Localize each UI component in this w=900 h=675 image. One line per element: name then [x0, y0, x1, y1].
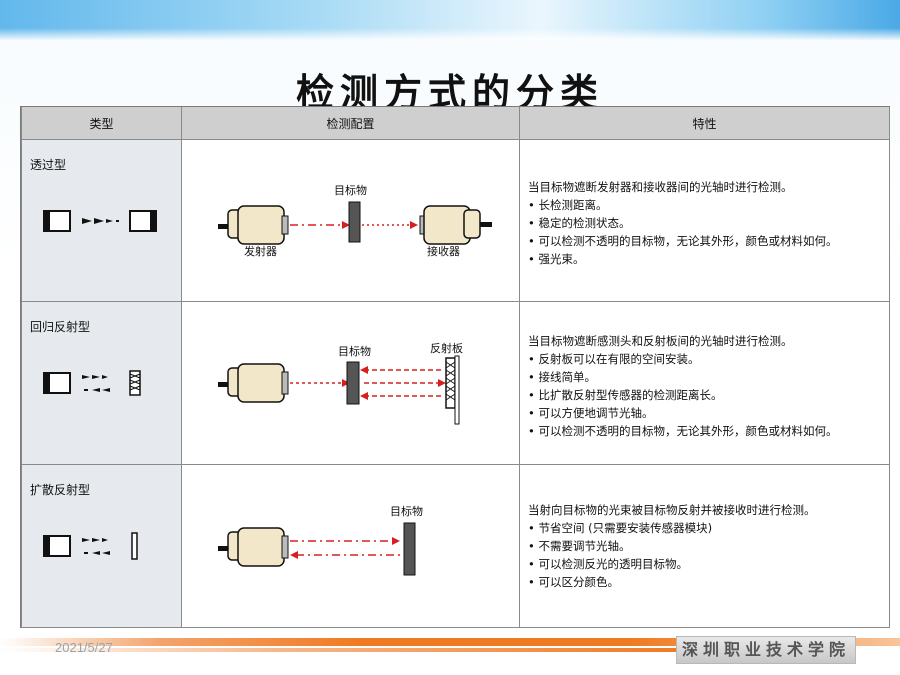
- properties-cell: 当目标物遮断发射器和接收器间的光轴时进行检测。 长检测距离。 稳定的检测状态。 …: [519, 139, 890, 302]
- config-cell: 目标物: [181, 464, 520, 628]
- properties-title: 当目标物遮断发射器和接收器间的光轴时进行检测。: [528, 180, 793, 194]
- type-name: 透过型: [30, 158, 67, 172]
- thru-beam-diagram: 目标物 发射器 接收器: [218, 183, 492, 258]
- receiver-icon: [423, 205, 471, 245]
- property-item: 反射板可以在有限的空间安装。: [528, 350, 889, 368]
- property-item: 比扩散反射型传感器的检测距离长。: [528, 386, 889, 404]
- header-banner: [0, 0, 900, 40]
- properties-title: 当目标物遮断感测头和反射板间的光轴时进行检测。: [528, 334, 793, 348]
- header-properties: 特性: [519, 107, 890, 140]
- label-receiver: 接收器: [427, 244, 460, 258]
- property-item: 接线简单。: [528, 368, 889, 386]
- diffuse-reflective-diagram: 目标物: [218, 504, 423, 576]
- type-cell: 扩散反射型: [21, 464, 182, 628]
- property-item: 可以检测反光的透明目标物。: [528, 555, 889, 573]
- diffuse-reflective-icon: [43, 532, 138, 560]
- type-name: 扩散反射型: [30, 483, 91, 497]
- config-cell: 目标物 反射板: [181, 301, 520, 465]
- property-item: 节省空间 (只需要安装传感器模块): [528, 519, 889, 537]
- label-reflector: 反射板: [430, 341, 463, 355]
- property-item: 长检测距离。: [528, 196, 889, 214]
- footer-stripe-thin: [0, 648, 680, 652]
- type-cell: 回归反射型: [21, 301, 182, 465]
- thru-beam-icon: [43, 210, 157, 232]
- target-block: [348, 201, 361, 243]
- property-item: 可以检测不透明的目标物，无论其外形，颜色或材料如何。: [528, 422, 889, 440]
- table-header-row: 类型 检测配置 特性: [21, 107, 890, 140]
- property-item: 不需要调节光轴。: [528, 537, 889, 555]
- slide-date: 2021/5/27: [55, 640, 113, 655]
- properties-title: 当射向目标物的光束被目标物反射并被接收时进行检测。: [528, 503, 816, 517]
- property-item: 稳定的检测状态。: [528, 214, 889, 232]
- table-row: 回归反射型: [21, 301, 890, 465]
- table-row: 扩散反射型: [21, 464, 890, 628]
- header-config: 检测配置: [181, 107, 520, 140]
- property-item: 可以方便地调节光轴。: [528, 404, 889, 422]
- header-type: 类型: [21, 107, 182, 140]
- sensor-head-icon: [237, 527, 285, 567]
- config-cell: 目标物 发射器 接收器: [181, 139, 520, 302]
- type-cell: 透过型: [21, 139, 182, 302]
- table-row: 透过型: [21, 139, 890, 302]
- properties-cell: 当射向目标物的光束被目标物反射并被接收时进行检测。 节省空间 (只需要安装传感器…: [519, 464, 890, 628]
- property-item: 强光束。: [528, 250, 889, 268]
- type-name: 回归反射型: [30, 320, 91, 334]
- target-block: [346, 361, 360, 405]
- sensor-head-icon: [237, 363, 285, 403]
- retro-reflective-icon: [43, 370, 141, 396]
- properties-cell: 当目标物遮断感测头和反射板间的光轴时进行检测。 反射板可以在有限的空间安装。 接…: [519, 301, 890, 465]
- footer-stripe: [0, 638, 900, 646]
- retro-reflective-diagram: 目标物 反射板: [218, 341, 463, 425]
- label-target: 目标物: [334, 183, 367, 197]
- target-block: [403, 522, 416, 576]
- label-target: 目标物: [338, 344, 371, 358]
- property-item: 可以区分颜色。: [528, 573, 889, 591]
- school-name-plate: 深圳职业技术学院: [676, 636, 856, 664]
- label-target: 目标物: [390, 504, 423, 518]
- detection-methods-table: 类型 检测配置 特性 透过型: [20, 106, 890, 628]
- label-emitter: 发射器: [244, 244, 277, 258]
- property-item: 可以检测不透明的目标物，无论其外形，颜色或材料如何。: [528, 232, 889, 250]
